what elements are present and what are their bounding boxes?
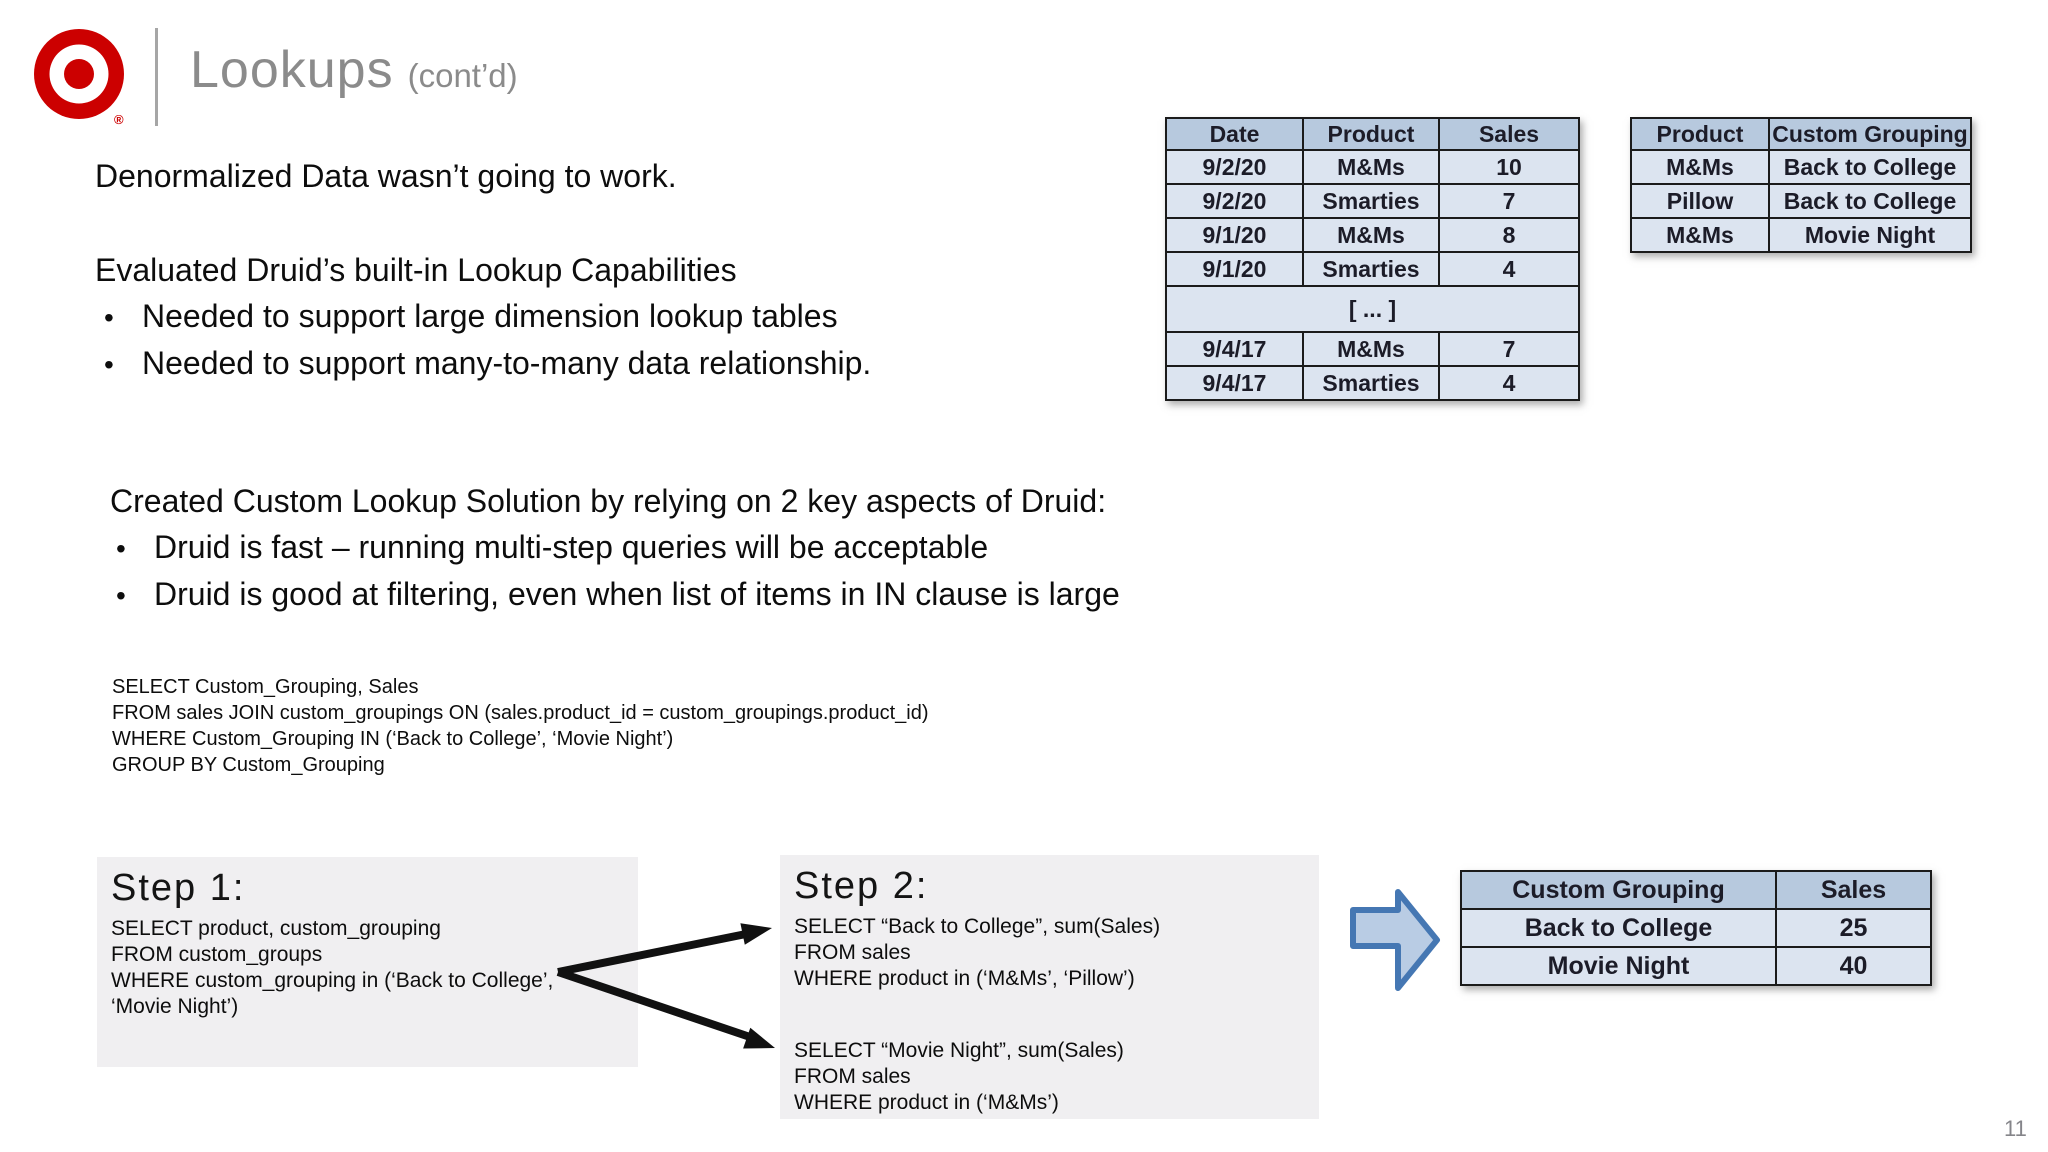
- header: Lookups (cont’d): [190, 40, 518, 100]
- bullet-dot: •: [104, 302, 114, 333]
- sql-query-block: SELECT Custom_Grouping, Sales FROM sales…: [112, 674, 928, 778]
- bullet-text: Needed to support many-to-many data rela…: [142, 345, 872, 381]
- table-cell: Back to College: [1460, 908, 1777, 948]
- table-cell: Back to College: [1768, 183, 1972, 219]
- sales-table: Date Product Sales 9/2/20 M&Ms 10 9/2/20…: [1165, 117, 1580, 401]
- table-cell: Movie Night: [1460, 946, 1777, 986]
- step2-heading: Step 2:: [794, 865, 929, 907]
- page-number: 11: [2004, 1116, 2027, 1141]
- solution-heading: Created Custom Lookup Solution by relyin…: [110, 483, 1107, 519]
- registered-trademark: ®: [114, 112, 124, 127]
- table-cell: Movie Night: [1768, 217, 1972, 253]
- table-cell: 7: [1438, 331, 1580, 367]
- table-cell: 25: [1775, 908, 1932, 948]
- bullet-dot: •: [116, 533, 126, 564]
- step1-sql-line: FROM custom_groups: [111, 943, 323, 966]
- table-row: Pillow Back to College: [1630, 183, 1972, 219]
- table-cell: Smarties: [1302, 183, 1440, 219]
- bullet-text: Druid is fast – running multi-step queri…: [154, 529, 989, 565]
- table-header-row: Date Product Sales: [1165, 117, 1580, 151]
- table-header-cell: Product: [1302, 117, 1440, 151]
- step2-box: Step 2: SELECT “Back to College”, sum(Sa…: [780, 855, 1319, 1119]
- sql-line: FROM sales JOIN custom_groupings ON (sal…: [112, 702, 929, 724]
- table-cell: Pillow: [1630, 183, 1770, 219]
- page-title: Lookups: [190, 41, 394, 99]
- step1-heading: Step 1:: [111, 867, 246, 909]
- table-cell: 9/4/17: [1165, 331, 1304, 367]
- table-row: 9/1/20 Smarties 4: [1165, 251, 1580, 287]
- table-header-cell: Product: [1630, 117, 1770, 151]
- fork-arrows-icon: [556, 923, 775, 1049]
- step1-sql-line: SELECT product, custom_grouping: [111, 917, 441, 940]
- table-row: 9/1/20 M&Ms 8: [1165, 217, 1580, 253]
- table-header-cell: Sales: [1438, 117, 1580, 151]
- sql-line: SELECT Custom_Grouping, Sales: [112, 676, 419, 698]
- table-cell: M&Ms: [1630, 217, 1770, 253]
- grouping-table: Product Custom Grouping M&Ms Back to Col…: [1630, 117, 1972, 253]
- sql-line: WHERE Custom_Grouping IN (‘Back to Colle…: [112, 728, 674, 750]
- table-ellipsis-row: [ ... ]: [1165, 285, 1580, 333]
- solution-bullet-2: • Druid is good at filtering, even when …: [116, 574, 1120, 616]
- step1-box: Step 1: SELECT product, custom_grouping …: [97, 857, 638, 1067]
- bullet-text: Druid is good at filtering, even when li…: [154, 576, 1120, 612]
- bullet-dot: •: [104, 349, 114, 380]
- table-row: 9/2/20 Smarties 7: [1165, 183, 1580, 219]
- table-row: 9/4/17 Smarties 4: [1165, 365, 1580, 401]
- result-arrow-icon: [1350, 889, 1440, 991]
- table-cell: 40: [1775, 946, 1932, 986]
- table-row: 9/4/17 M&Ms 7: [1165, 331, 1580, 367]
- table-header-row: Product Custom Grouping: [1630, 117, 1972, 151]
- table-header-cell: Custom Grouping: [1460, 870, 1777, 910]
- step2-query-gap: [794, 992, 1319, 1038]
- table-row: Movie Night 40: [1460, 946, 1932, 986]
- result-table: Custom Grouping Sales Back to College 25…: [1460, 870, 1932, 986]
- table-cell: [ ... ]: [1165, 285, 1580, 333]
- table-header-cell: Date: [1165, 117, 1304, 151]
- title-divider: [155, 28, 158, 126]
- table-cell: 9/2/20: [1165, 149, 1304, 185]
- table-cell: M&Ms: [1302, 217, 1440, 253]
- page-title-suffix: (cont’d): [407, 57, 518, 94]
- step2-sql-line: FROM sales: [794, 1065, 911, 1088]
- table-cell: 4: [1438, 251, 1580, 287]
- table-cell: 7: [1438, 183, 1580, 219]
- table-cell: M&Ms: [1302, 331, 1440, 367]
- sql-line: GROUP BY Custom_Grouping: [112, 754, 385, 776]
- table-row: M&Ms Movie Night: [1630, 217, 1972, 253]
- intro-bullet-1: • Needed to support large dimension look…: [104, 296, 838, 338]
- bullet-text: Needed to support large dimension lookup…: [142, 298, 838, 334]
- table-row: 9/2/20 M&Ms 10: [1165, 149, 1580, 185]
- step1-sql-line: ‘Movie Night’): [111, 995, 239, 1018]
- solution-bullet-1: • Druid is fast – running multi-step que…: [116, 527, 988, 569]
- table-cell: 9/1/20: [1165, 217, 1304, 253]
- step1-sql-line: WHERE custom_grouping in (‘Back to Colle…: [111, 969, 554, 992]
- step2-sql-line: WHERE product in (‘M&Ms’, ‘Pillow’): [794, 967, 1135, 990]
- table-row: M&Ms Back to College: [1630, 149, 1972, 185]
- intro-line: Denormalized Data wasn’t going to work.: [95, 158, 677, 194]
- target-logo-icon: [34, 29, 124, 119]
- table-cell: Smarties: [1302, 251, 1440, 287]
- table-cell: Back to College: [1768, 149, 1972, 185]
- table-header-row: Custom Grouping Sales: [1460, 870, 1932, 910]
- table-cell: 9/1/20: [1165, 251, 1304, 287]
- step2-sql-line: WHERE product in (‘M&Ms’): [794, 1091, 1059, 1114]
- table-header-cell: Sales: [1775, 870, 1932, 910]
- table-cell: 9/2/20: [1165, 183, 1304, 219]
- table-cell: 9/4/17: [1165, 365, 1304, 401]
- table-cell: M&Ms: [1630, 149, 1770, 185]
- table-cell: 10: [1438, 149, 1580, 185]
- table-header-cell: Custom Grouping: [1768, 117, 1972, 151]
- table-row: Back to College 25: [1460, 908, 1932, 948]
- table-cell: M&Ms: [1302, 149, 1440, 185]
- table-cell: 8: [1438, 217, 1580, 253]
- intro-bullet-2: • Needed to support many-to-many data re…: [104, 343, 871, 385]
- intro-heading: Evaluated Druid’s built-in Lookup Capabi…: [95, 252, 737, 288]
- table-cell: Smarties: [1302, 365, 1440, 401]
- step2-sql-line: FROM sales: [794, 941, 911, 964]
- bullet-dot: •: [116, 580, 126, 611]
- table-cell: 4: [1438, 365, 1580, 401]
- step2-sql-line: SELECT “Movie Night”, sum(Sales): [794, 1039, 1124, 1062]
- step2-sql-line: SELECT “Back to College”, sum(Sales): [794, 915, 1161, 938]
